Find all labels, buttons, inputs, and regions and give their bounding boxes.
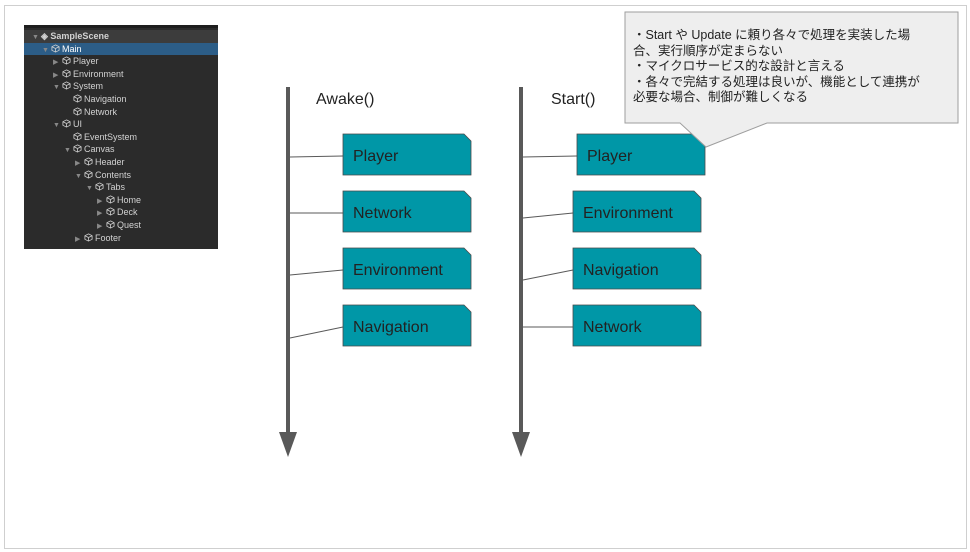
hierarchy-item-label: Deck (117, 207, 138, 218)
hierarchy-item[interactable]: ▼ Tabs (24, 181, 218, 194)
gameobject-icon (84, 232, 95, 243)
scene-label: SampleScene (50, 31, 109, 41)
gameobject-icon (73, 144, 84, 154)
connector (522, 212, 574, 219)
arrow-head-icon (512, 432, 530, 457)
hierarchy-item-label: Footer (95, 232, 122, 243)
hierarchy-item[interactable]: ▼ UI (24, 118, 218, 131)
hierarchy-item[interactable]: ▼ System (24, 80, 218, 93)
hierarchy-item-label: Quest (117, 219, 142, 230)
gameobject-icon (106, 220, 117, 230)
hierarchy-item[interactable]: ▶ Footer (24, 232, 218, 245)
expand-arrow-icon[interactable]: ▶ (97, 222, 103, 230)
hierarchy-item[interactable]: Network (24, 106, 218, 119)
expand-arrow-icon[interactable]: ▼ (53, 84, 60, 92)
script-box-label: Player (353, 148, 399, 165)
expand-arrow-icon[interactable]: ▼ (42, 46, 49, 54)
connector (289, 155, 344, 158)
connector (522, 155, 578, 158)
gameobject-icon (51, 43, 62, 54)
gameobject-icon (62, 56, 73, 66)
script-box (572, 247, 702, 290)
hierarchy-item[interactable]: Navigation (24, 93, 218, 106)
arrow-head-icon (279, 432, 297, 457)
gameobject-icon (62, 69, 73, 79)
gameobject-icon (106, 195, 117, 205)
unity-icon: ◈ (41, 31, 51, 41)
hierarchy-item[interactable]: ▶ Deck (24, 206, 218, 219)
gameobject-icon (62, 81, 73, 91)
callout-text: ・Start や Update に頼り各々で処理を実装した場合、実行順序が定まら… (633, 28, 953, 106)
hierarchy-item[interactable]: ▶ Home (24, 194, 218, 207)
connector (289, 326, 344, 339)
hierarchy-item-label: Main (62, 43, 82, 54)
hierarchy-item-label: Environment (73, 68, 124, 79)
expand-arrow-icon[interactable]: ▼ (53, 122, 60, 130)
gameobject-icon (106, 207, 117, 217)
hierarchy-item[interactable]: EventSystem (24, 131, 218, 144)
hierarchy-item[interactable]: ▶ Player (24, 55, 218, 68)
script-box (572, 304, 702, 347)
hierarchy-item[interactable]: ▶ Header (24, 156, 218, 169)
script-box-label: Network (353, 205, 413, 222)
hierarchy-item-label: Canvas (84, 144, 115, 155)
script-box (342, 190, 472, 233)
script-box-label: Network (583, 319, 643, 336)
timeline-title: Start() (551, 91, 595, 108)
expand-arrow-icon[interactable]: ▶ (53, 71, 59, 79)
script-box-label: Environment (353, 262, 443, 279)
gameobject-icon (73, 106, 84, 117)
callout-line: ・各々で完結する処理は良いが、機能として連携が (633, 74, 920, 89)
script-box (576, 133, 706, 176)
gameobject-icon (73, 94, 84, 104)
script-box-label: Navigation (353, 319, 429, 336)
hierarchy-item[interactable]: ▶ Quest (24, 219, 218, 232)
hierarchy-item-label: Header (95, 156, 125, 167)
hierarchy-item-label: Network (84, 106, 118, 117)
hierarchy-item-label: Player (73, 56, 99, 67)
expand-arrow-icon[interactable]: ▼ (86, 185, 93, 193)
hierarchy-panel: ▼◈ SampleScene ▼Main▶Player▶Environment▼… (24, 25, 218, 249)
hierarchy-item-label: Navigation (84, 93, 127, 104)
callout-line: 合、実行順序が定まらない (633, 43, 784, 58)
callout-shape (624, 11, 959, 148)
script-box-label: Player (587, 148, 633, 165)
hierarchy-item-label: Home (117, 194, 142, 205)
hierarchy-item[interactable]: ▼ Canvas (24, 143, 218, 156)
script-box (342, 304, 472, 347)
scene-row[interactable]: ▼◈ SampleScene (24, 30, 218, 43)
hierarchy-item-label: EventSystem (84, 131, 138, 142)
script-box (342, 133, 472, 176)
gameobject-icon (62, 119, 73, 129)
hierarchy-item[interactable]: ▶ Environment (24, 68, 218, 81)
connector (522, 269, 574, 281)
callout-line: ・マイクロサービス的な設計と言える (633, 59, 845, 73)
hierarchy-item-label: UI (73, 119, 82, 130)
hierarchy-item-label: Contents (95, 169, 132, 180)
expand-arrow-icon[interactable]: ▼ (64, 147, 71, 155)
hierarchy-item[interactable]: ▼ Contents (24, 169, 218, 182)
connector (289, 269, 344, 276)
script-box-label: Environment (583, 205, 673, 222)
hierarchy-item-label: Tabs (106, 182, 126, 193)
gameobject-icon (73, 132, 84, 142)
gameobject-icon (84, 169, 95, 180)
expand-arrow-icon[interactable]: ▶ (97, 197, 103, 205)
callout-line: ・Start や Update に頼り各々で処理を実装した場 (633, 28, 911, 42)
hierarchy-item[interactable]: ▼ Main (24, 42, 218, 55)
hierarchy-item-label: System (73, 81, 104, 92)
gameobject-icon (95, 182, 106, 192)
script-box (342, 247, 472, 290)
expand-arrow-icon[interactable]: ▶ (75, 159, 81, 167)
script-box (572, 190, 702, 233)
expand-arrow-icon[interactable]: ▶ (97, 210, 103, 218)
expand-arrow-icon[interactable]: ▶ (53, 59, 59, 67)
gameobject-icon (84, 157, 95, 167)
timeline-title: Awake() (316, 91, 374, 108)
expand-arrow-icon[interactable]: ▶ (75, 235, 81, 243)
script-box-label: Navigation (583, 262, 659, 279)
expand-arrow-icon[interactable]: ▼ (75, 172, 82, 180)
callout-line: 必要な場合、制御が難しくなる (633, 90, 809, 104)
